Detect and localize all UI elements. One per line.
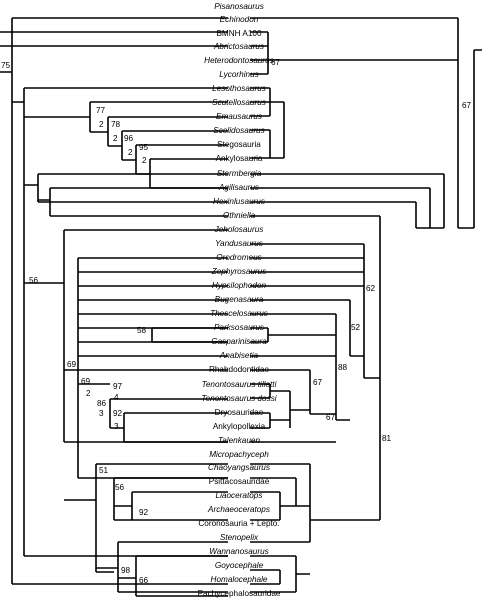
support-value: 2 (99, 120, 104, 129)
taxon-label: Bugenasaura (215, 295, 264, 304)
taxon-label: Goyocephale (215, 561, 264, 570)
taxon-label: Parksosaurus (214, 323, 264, 332)
support-value: 78 (111, 120, 121, 129)
taxon-label: Stormbergia (217, 169, 262, 178)
taxon-label: Rhabdodontidae (209, 365, 270, 374)
taxon-label: Orodromeus (216, 253, 262, 262)
support-value: 75 (1, 61, 11, 70)
taxon-label: Agilisaurus (218, 183, 259, 192)
support-value: 66 (139, 576, 149, 585)
support-value: 4 (114, 393, 119, 402)
taxon-label: Talenkauen (218, 436, 260, 445)
taxon-label: Chaoyangsaurus (208, 463, 270, 472)
support-value: 97 (113, 382, 123, 391)
taxon-label: Jeholosaurus (214, 225, 264, 234)
support-value: 69 (67, 360, 77, 369)
taxon-label: Othniella (223, 211, 256, 220)
taxon-label: Archaeoceratops (207, 505, 270, 514)
taxon-label: Lesothosaurus (212, 84, 266, 93)
taxon-label: Gasparinisaura (211, 337, 267, 346)
taxon-label: Tenontosaurus tilletti (202, 380, 277, 389)
taxon-label: Scutellosaurus (212, 98, 266, 107)
taxon-label: Pisanosaurus (214, 2, 264, 11)
taxon-label: Dryosauridae (215, 408, 264, 417)
taxon-label: Coronosauria + Lepto. (198, 519, 279, 528)
support-value: 62 (366, 284, 376, 293)
left-tree (0, 17, 228, 597)
support-value: 67 (313, 378, 323, 387)
taxon-label: Pachycephalosauridae (198, 589, 281, 598)
taxon-label: Hypsilophodon (212, 281, 267, 290)
taxon-label: Homalocephale (211, 575, 268, 584)
taxon-label: Liaoceratops (216, 491, 263, 500)
taxon-label: Emausaurus (216, 112, 262, 121)
taxon-label: Wannanosaurus (209, 547, 268, 556)
support-value: 3 (114, 422, 119, 431)
taxon-label: BMNH A100 (216, 29, 261, 38)
support-value: 69 (81, 377, 91, 386)
taxon-label: Ankylopollexia (213, 422, 266, 431)
support-value: 51 (99, 466, 109, 475)
taxon-label: Lycorhinus (219, 70, 258, 79)
taxon-label: Ankylosauria (216, 154, 263, 163)
taxon-label: Scelidosaurus (213, 126, 264, 135)
support-value: 67 (326, 413, 336, 422)
taxon-label: Stenopelix (220, 533, 259, 542)
taxon-label: Echinodon (220, 15, 259, 24)
support-value: 96 (124, 134, 134, 143)
support-value: 2 (128, 148, 133, 157)
taxon-label: Tenontosaurus dossi (201, 394, 276, 403)
support-value: 67 (271, 58, 281, 67)
support-value: 92 (139, 508, 149, 517)
support-value: 98 (121, 566, 131, 575)
support-values: 75 67 67 77 2 78 2 96 2 95 2 62 56 52 58… (1, 58, 472, 585)
support-value: 2 (86, 389, 91, 398)
taxon-label: Zephyrosaurus (211, 267, 267, 276)
support-value: 2 (113, 134, 118, 143)
taxon-label: Abrictosaurus (213, 42, 264, 51)
taxon-label: Thescelosaurus (210, 309, 268, 318)
support-value: 58 (137, 326, 147, 335)
right-tree (250, 17, 482, 593)
taxon-label: Psittacosauridae (209, 477, 270, 486)
support-value: 2 (142, 156, 147, 165)
taxon-label: Micropachyceph (209, 450, 269, 459)
taxa-labels: Pisanosaurus Echinodon BMNH A100 Abricto… (198, 2, 281, 598)
support-value: 56 (115, 483, 125, 492)
taxon-label: Anabisetia (219, 351, 259, 360)
support-value: 81 (382, 434, 392, 443)
support-value: 95 (139, 143, 149, 152)
support-value: 67 (462, 101, 472, 110)
support-value: 92 (113, 409, 123, 418)
support-value: 52 (351, 323, 361, 332)
support-value: 77 (96, 106, 106, 115)
support-value: 86 (97, 399, 107, 408)
support-value: 3 (99, 409, 104, 418)
support-value: 56 (29, 276, 39, 285)
support-value: 88 (338, 363, 348, 372)
taxon-label: Yandusaurus (215, 239, 263, 248)
taxon-label: Stegosauria (217, 140, 261, 149)
taxon-label: Hexinlusaurus (213, 197, 265, 206)
taxon-label: Heterodontosaurus (204, 56, 274, 65)
